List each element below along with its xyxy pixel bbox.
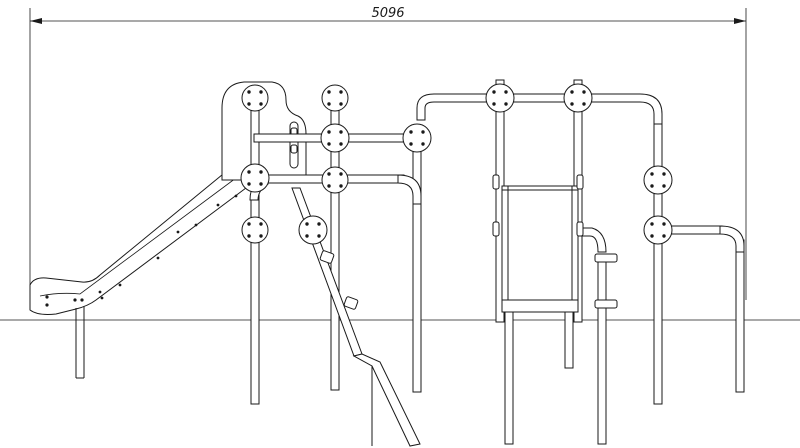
overall-dimension: 5096 [29,6,747,300]
connector-clamps [240,83,673,245]
clamp [241,84,269,112]
clamp [563,83,593,113]
chute [501,185,618,313]
clamp [298,215,328,245]
clamp [321,166,349,194]
clamp [321,84,349,112]
clamp [402,123,432,153]
slide [29,166,251,379]
clamp [485,83,515,113]
clamp [643,165,673,195]
clamp [240,163,270,193]
clamp [241,216,269,244]
dimension-label: 5096 [371,6,404,21]
clamp [643,215,673,245]
clamp [320,123,350,153]
chute-clips [492,174,584,237]
